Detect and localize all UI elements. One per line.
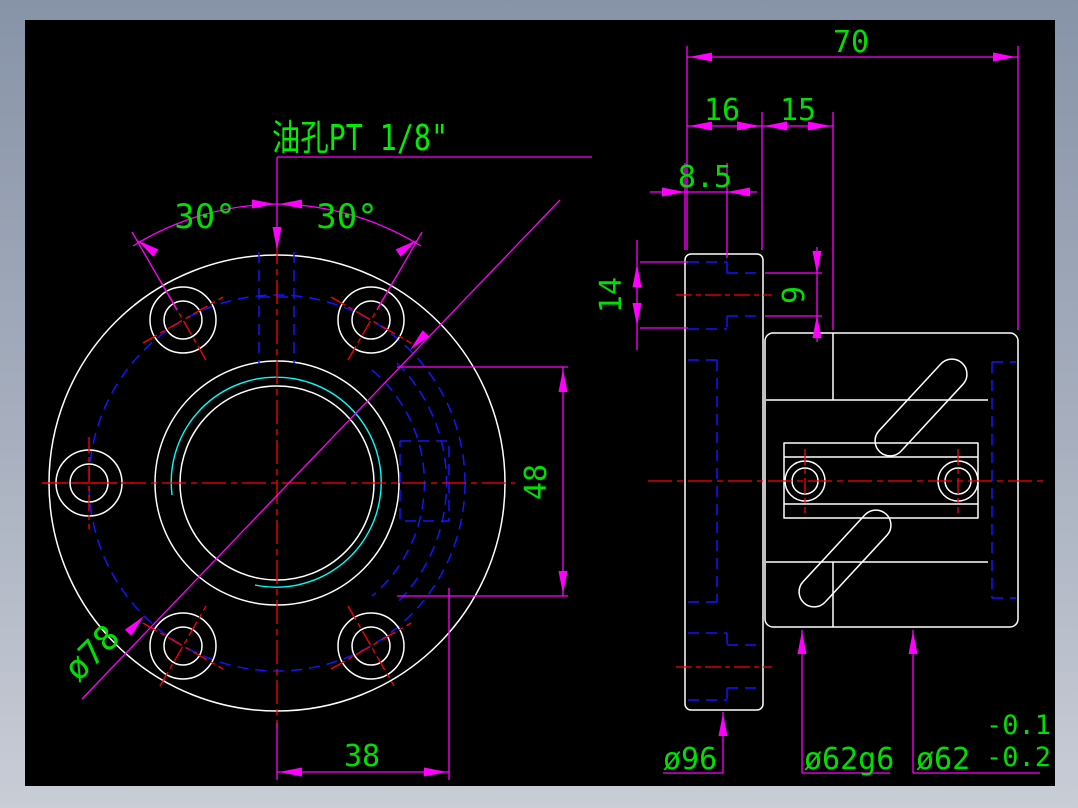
dia-62g6-label: ø62g6 bbox=[804, 742, 894, 777]
upper-slot bbox=[874, 358, 968, 457]
front-view-dimensions: 油孔PT 1/8" 30° 30° ø78 48 38 bbox=[56, 118, 592, 780]
angle-left-label: 30° bbox=[174, 197, 235, 237]
dia-96-label: ø96 bbox=[663, 742, 717, 777]
side-view bbox=[648, 253, 1048, 711]
cad-drawing-canvas: 油孔PT 1/8" 30° 30° ø78 48 38 bbox=[25, 20, 1055, 786]
tolerance-upper-label: -0.1 bbox=[986, 710, 1051, 741]
lower-slot bbox=[798, 509, 892, 608]
dim-16-label: 16 bbox=[704, 93, 740, 128]
flange-technical-drawing: 油孔PT 1/8" 30° 30° ø78 48 38 bbox=[42, 25, 1051, 780]
front-view bbox=[42, 240, 515, 728]
dim-8p5-label: 8.5 bbox=[678, 160, 732, 195]
side-view-dimensions: 70 16 15 8.5 14 9 ø96 ø62g6 ø62 -0.1 -0.… bbox=[594, 25, 1051, 777]
dia-62-label: ø62 bbox=[916, 742, 970, 777]
oil-hole-hidden bbox=[258, 252, 295, 363]
tolerance-lower-label: -0.2 bbox=[986, 742, 1051, 773]
thread-arc bbox=[170, 376, 382, 588]
angle-right-label: 30° bbox=[316, 197, 377, 237]
dim-15-label: 15 bbox=[780, 93, 816, 128]
keyway-hidden-outline bbox=[399, 440, 450, 522]
dim-14-label: 14 bbox=[594, 277, 629, 313]
side-hidden-lines bbox=[688, 261, 1016, 701]
dim-38-label: 38 bbox=[344, 739, 380, 774]
dim-9-label: 9 bbox=[777, 286, 812, 304]
dim-70-label: 70 bbox=[833, 25, 869, 60]
oil-hole-label: 油孔PT 1/8" bbox=[272, 118, 448, 159]
bolt-circle-dia-label: ø78 bbox=[56, 617, 128, 689]
flange-plate-outline bbox=[684, 253, 764, 711]
dim-48-label: 48 bbox=[519, 464, 554, 500]
hub-outline bbox=[764, 332, 1019, 628]
